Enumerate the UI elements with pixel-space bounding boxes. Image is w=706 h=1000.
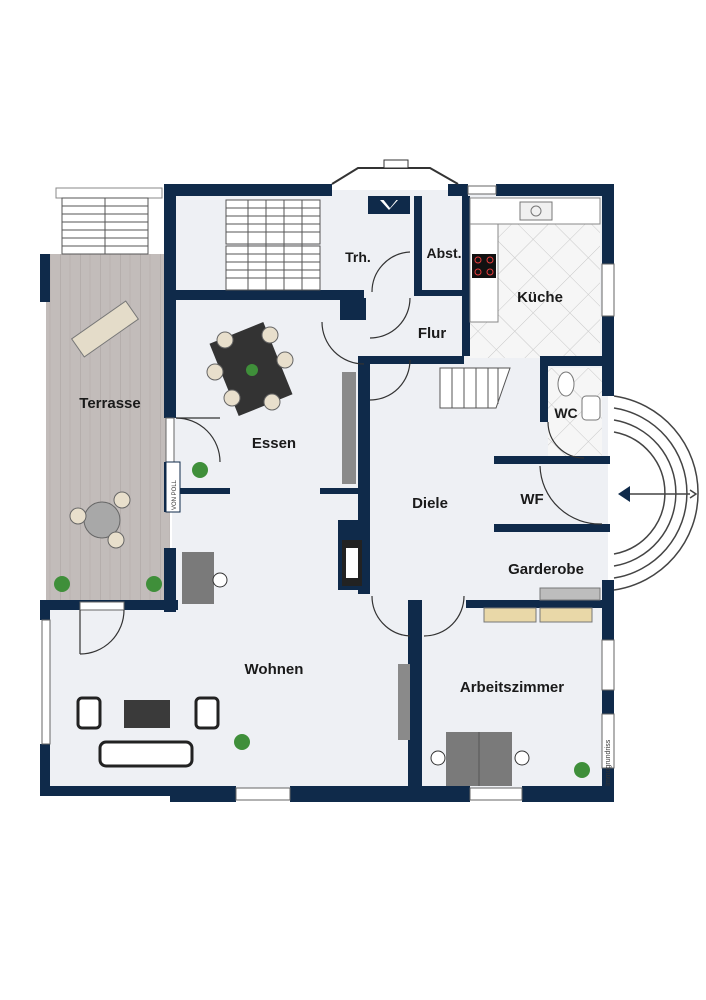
cellar-stairs [439,367,511,409]
exterior-steps [613,395,699,591]
room-label-kueche: Küche [517,289,563,306]
room-label-arbeitszimmer: Arbeitszimmer [460,679,564,696]
essen-desk [182,552,228,604]
fireplace-icon [342,540,362,586]
plant-icon [146,576,162,592]
credit-text: Immogrundriss [605,739,612,786]
terrace-stairs [55,187,163,255]
living-set [76,696,220,768]
plant-icon [234,734,250,750]
entrance-arrow-icon [382,198,398,208]
brand-sign-text: VON POLL [172,479,178,510]
room-label-wc: WC [554,405,577,421]
dining-set [206,321,294,417]
room-label-wohnen: Wohnen [245,661,304,678]
office-shelves [398,587,601,740]
wc-fittings [557,371,601,421]
kitchen-fittings [469,197,601,323]
room-label-terrasse: Terrasse [79,395,140,412]
plant-icon [246,364,258,376]
main-stairs [225,199,321,291]
windows [41,185,615,801]
floors [46,190,608,796]
terrace-floor [46,254,170,604]
room-label-trh: Trh. [345,249,371,265]
room-labels: Terrasse Trh. Abst. Küche Flur Essen Die… [79,245,584,696]
plant-icon [192,462,208,478]
plants [54,462,590,778]
entry-arrow-icon [618,486,630,502]
plant-icon [54,576,70,592]
room-label-wf: WF [520,491,543,508]
sideboard [342,372,356,484]
terrace-furniture [69,300,140,549]
room-label-garderobe: Garderobe [508,561,584,578]
entrance-bay [331,159,459,214]
room-label-diele: Diele [412,495,448,512]
office-desks [430,732,530,786]
room-label-essen: Essen [252,435,296,452]
room-label-abst: Abst. [427,245,462,261]
toilet-icon [557,371,575,397]
room-label-flur: Flur [418,325,446,342]
brand-sign: VON POLL [165,461,181,513]
door-swings [79,251,603,655]
plant-icon [574,762,590,778]
